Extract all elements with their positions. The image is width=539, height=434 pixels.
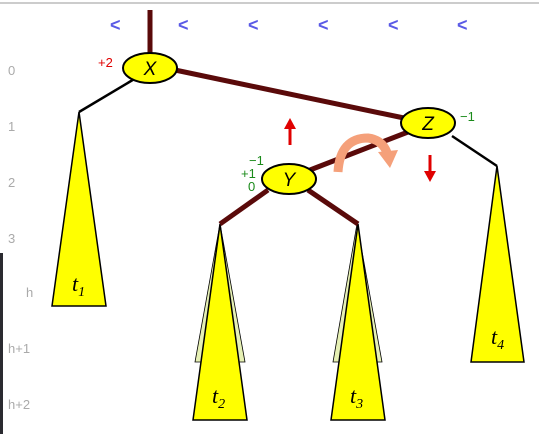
node-x-label: X <box>143 59 158 80</box>
subtree-t1-label: t1 <box>72 271 85 300</box>
node-y-label: Y <box>283 170 297 191</box>
node-y: Y <box>261 163 317 195</box>
edge-y-t2 <box>218 187 270 227</box>
chevron-left-icon: < <box>110 15 121 35</box>
edge-x-z <box>174 67 405 121</box>
subtree-t2 <box>192 223 248 421</box>
level-label: 0 <box>8 63 15 78</box>
level-label: 1 <box>8 119 15 134</box>
subtree-t3 <box>330 223 386 421</box>
balance-y-alt: +1 <box>241 166 256 181</box>
chevron-left-icon: < <box>457 15 468 35</box>
height-label: h+1 <box>8 341 30 356</box>
level-label: 2 <box>8 175 15 190</box>
direction-chevrons: < < < < < < <box>110 15 468 35</box>
height-label: h <box>26 285 33 300</box>
subtree-t2-label: t2 <box>212 383 225 412</box>
chevron-left-icon: < <box>178 15 189 35</box>
edge-y-t3 <box>306 187 360 227</box>
balance-z: −1 <box>460 109 475 124</box>
up-arrow-icon <box>284 118 296 145</box>
chevron-left-icon: < <box>248 15 259 35</box>
rotation-arrow-icon <box>333 133 398 173</box>
subtree-t4 <box>470 165 525 363</box>
edge-z-y <box>309 129 409 173</box>
subtree-t4-label: t4 <box>491 324 504 353</box>
balance-x: +2 <box>98 55 113 70</box>
node-z-label: Z <box>421 114 435 135</box>
height-label: h+2 <box>8 397 30 412</box>
node-z: Z <box>400 107 456 139</box>
node-x: X <box>122 52 178 84</box>
subtree-t1 <box>51 111 107 307</box>
edge-z-t4 <box>451 134 498 168</box>
level-label: 3 <box>8 231 15 246</box>
subtree-t3-label: t3 <box>350 383 363 412</box>
balance-y-after: 0 <box>248 179 255 194</box>
chevron-left-icon: < <box>318 15 329 35</box>
down-arrow-icon <box>424 155 436 182</box>
balance-y-before: −1 <box>249 153 264 168</box>
chevron-left-icon: < <box>388 15 399 35</box>
edge-x-t1 <box>78 76 137 114</box>
left-dark-bar <box>0 253 3 434</box>
